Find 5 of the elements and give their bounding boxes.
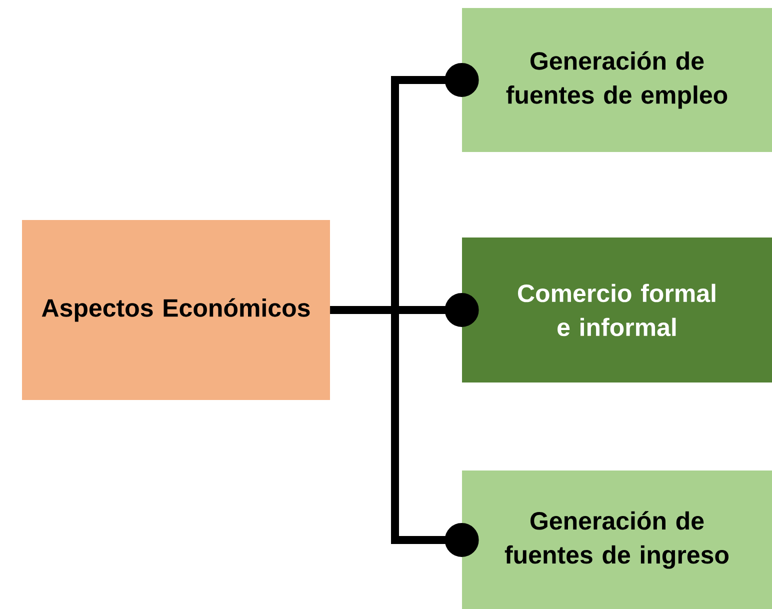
branch-box: Generación de fuentes de ingreso [462, 470, 772, 609]
branch-box: Generación de fuentes de empleo [462, 8, 772, 152]
connector [330, 306, 479, 557]
concept-box: Aspectos Económicos [22, 220, 330, 400]
branch-box: Comercio formal e informal [462, 238, 772, 382]
